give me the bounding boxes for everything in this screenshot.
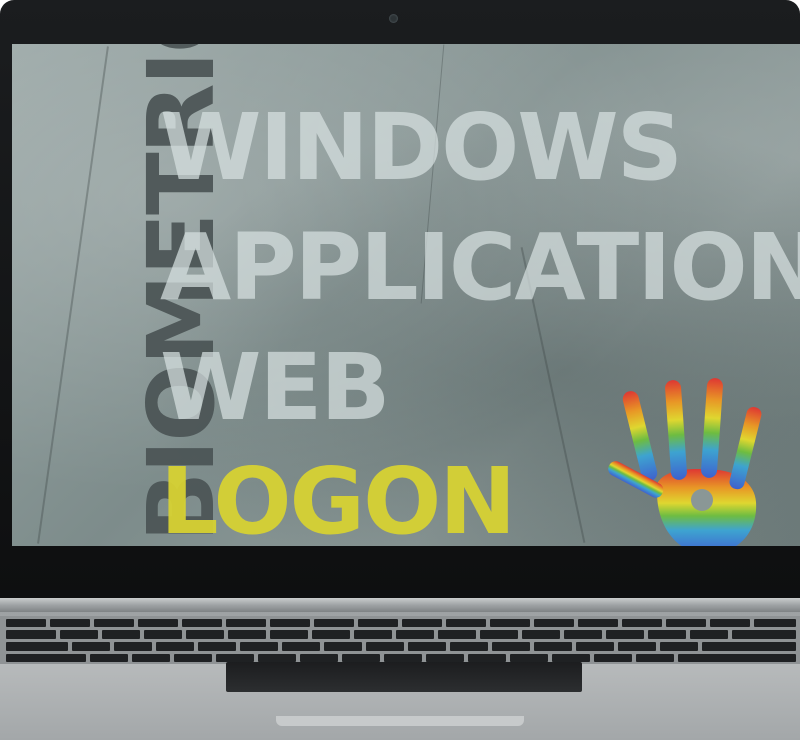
key-row xyxy=(6,630,796,639)
webcam-icon xyxy=(389,14,398,23)
windows-text: WINDOWS xyxy=(160,94,683,201)
laptop-lid: BIOMETRIC WINDOWS APPLICATION WEB LOGON xyxy=(0,0,800,598)
key-row xyxy=(6,642,796,651)
laptop-front-edge xyxy=(276,716,524,726)
keyboard xyxy=(0,616,800,664)
concrete-crack xyxy=(37,46,109,544)
rainbow-handprint-icon xyxy=(608,378,762,546)
palm-hole xyxy=(691,489,713,511)
laptop-screen: BIOMETRIC WINDOWS APPLICATION WEB LOGON xyxy=(12,44,800,546)
touchpad xyxy=(226,662,582,692)
logon-text: LOGON xyxy=(160,448,516,547)
application-text: APPLICATION xyxy=(160,214,800,321)
key-row xyxy=(6,654,796,662)
laptop-hinge xyxy=(0,598,800,612)
web-text: WEB xyxy=(160,334,390,441)
key-row xyxy=(6,619,796,627)
